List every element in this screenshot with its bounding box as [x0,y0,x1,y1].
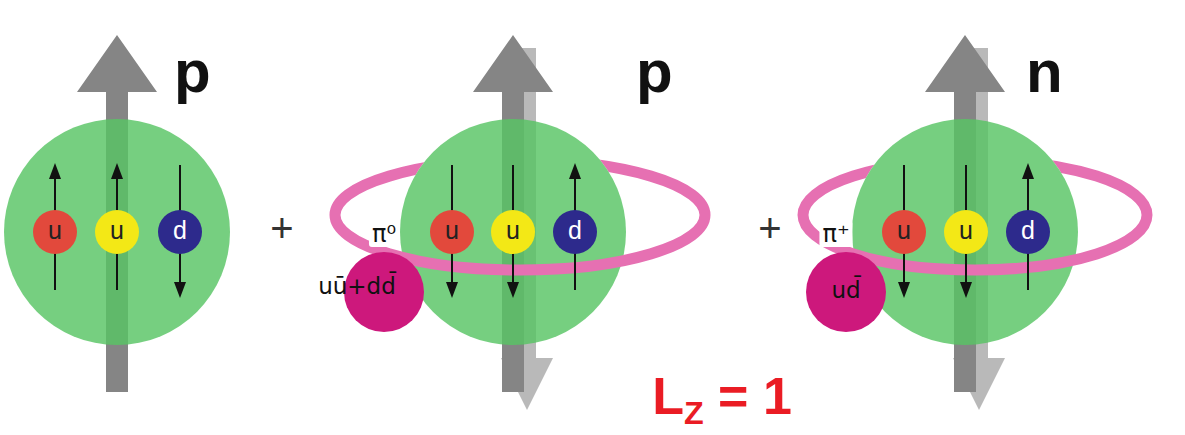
quark-flavor: u [897,218,911,243]
nucleon-label: p [174,42,211,102]
quark-flavor: d [568,218,582,243]
quark-spin-head [49,163,61,179]
quark-circle: u [882,210,926,254]
quark-flavor: u [506,218,520,243]
quark-circle: u [430,210,474,254]
quark-content: ud̄ [831,279,860,302]
quark-circle: d [158,210,202,254]
nucleon-label: n [1026,42,1063,102]
nucleon-circle: puud [4,119,230,345]
quark-flavor: u [110,218,124,243]
quark-spin-head [111,163,123,179]
quark-spin-head [898,282,910,298]
quark-flavor: d [1021,218,1035,243]
nucleon-label: p [636,42,673,102]
nucleon-circle: puud [400,119,626,345]
quark-flavor: u [48,218,62,243]
pion-symbol: π⁰ [369,221,399,247]
quark-circle: d [1006,210,1050,254]
quark-spin-head [960,282,972,298]
pion-symbol: π⁺ [819,221,852,247]
plus-sign: + [758,208,781,248]
quark-spin-head [174,282,186,298]
quark-circle: u [33,210,77,254]
quark-flavor: u [445,218,459,243]
angular-momentum-label: LZ = 1 [652,370,792,422]
quark-circle: u [944,210,988,254]
quark-flavor: u [959,218,973,243]
plus-sign: + [270,208,293,248]
quark-spin-head [1022,163,1034,179]
quark-flavor: d [173,218,187,243]
pion-circle: π⁺ud̄ [806,252,886,332]
pion-circle: π⁰uū+dd̄ [344,252,424,332]
nucleon-circle: nuud [852,119,1078,345]
quark-spin-head [446,282,458,298]
quark-circle: u [95,210,139,254]
quark-circle: d [553,210,597,254]
quark-content: uū+dd̄ [318,275,396,298]
quark-circle: u [491,210,535,254]
quark-spin-head [569,163,581,179]
quark-spin-head [507,282,519,298]
